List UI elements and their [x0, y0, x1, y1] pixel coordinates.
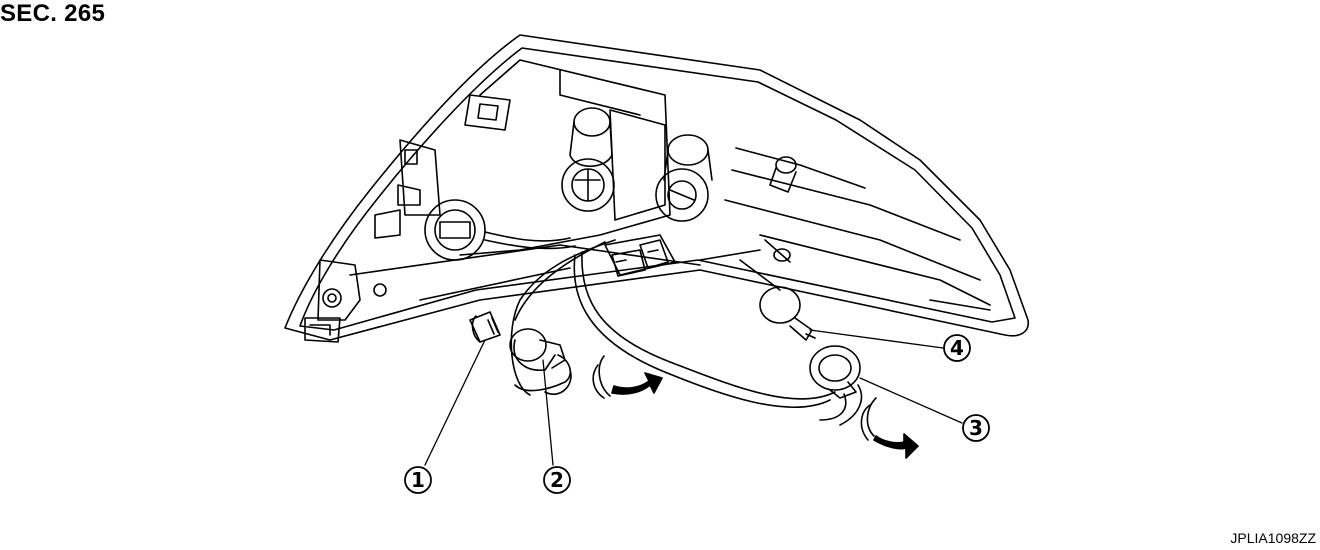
turn-signal-bulb [739, 259, 816, 341]
callout-2: 2 [543, 466, 571, 494]
callout-3-label: 3 [969, 416, 983, 440]
stop-lamp-socket-installed [561, 107, 615, 212]
rotation-arrow-icon [592, 355, 663, 399]
turn-signal-socket [809, 345, 863, 426]
section-label: SEC. 265 [0, 0, 106, 27]
callout-4: 4 [943, 334, 971, 362]
turn-signal-socket-installed [655, 134, 713, 222]
wiring-harness [510, 239, 836, 408]
callout-1: 1 [404, 466, 432, 494]
side-marker-bulb [469, 311, 501, 343]
rotation-arrow-icon [860, 397, 919, 459]
callout-2-label: 2 [550, 468, 564, 492]
callout-3: 3 [962, 414, 990, 442]
side-marker-socket-installed [424, 199, 576, 261]
small-bulb-holders [764, 156, 797, 263]
side-marker-socket [509, 328, 572, 392]
figure-code: JPLIA1098ZZ [1230, 530, 1316, 546]
lamp-housing [284, 34, 1030, 343]
harness-connector [604, 234, 676, 277]
leader-lines [424, 329, 963, 466]
callout-1-label: 1 [411, 468, 425, 492]
callout-4-label: 4 [950, 336, 964, 360]
